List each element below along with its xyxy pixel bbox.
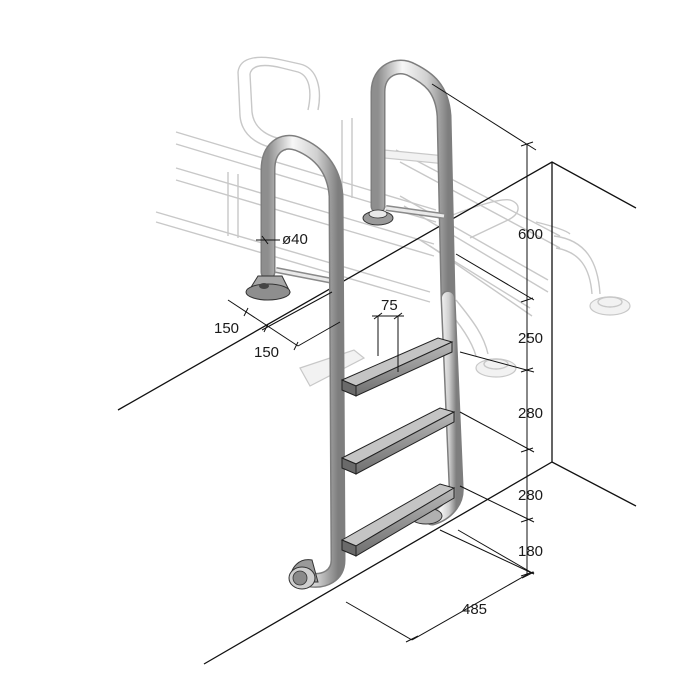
label-anchor-spacing-b: 150 — [254, 344, 279, 361]
step-1 — [340, 337, 454, 397]
label-ladder-width: 485 — [462, 601, 487, 618]
label-step-pitch-1: 280 — [518, 405, 543, 422]
step-2 — [340, 407, 456, 475]
ladder — [245, 59, 464, 590]
label-handrail-height: 600 — [518, 226, 543, 243]
label-tube-diameter: ø40 — [282, 231, 308, 248]
label-step-pitch-2: 280 — [518, 487, 543, 504]
label-step-offset: 75 — [381, 297, 398, 314]
label-top-step-gap: 250 — [518, 330, 543, 347]
label-bottom-clearance: 180 — [518, 543, 543, 560]
step-3 — [340, 483, 456, 557]
dimension-lines — [227, 83, 537, 643]
ghost-ladder — [155, 56, 631, 387]
label-anchor-spacing-a: 150 — [214, 320, 239, 337]
pool-edges — [117, 161, 637, 665]
dimension-labels: ø40 150 150 75 600 250 280 280 180 485 — [214, 226, 543, 618]
